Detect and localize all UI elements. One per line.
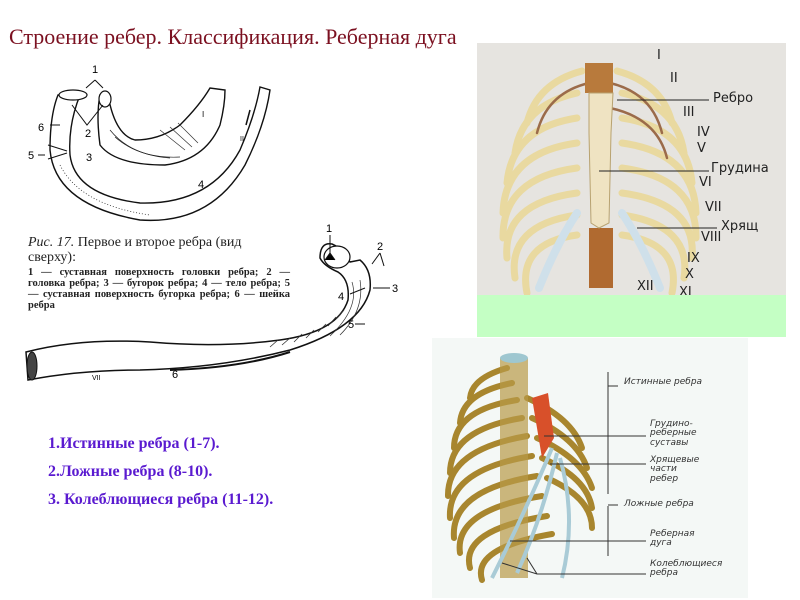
list-item-floating-ribs: 3. Колеблющиеся ребра (11-12).: [48, 491, 274, 508]
seventh-rib-drawing: 1 2 3 4 5 6 VII: [25, 223, 398, 382]
numeral-VIII: VIII: [701, 230, 722, 245]
label-2: 2: [85, 128, 91, 140]
label-1: 1: [326, 223, 332, 235]
list-item-false-ribs: 2.Ложные ребра (8-10).: [48, 463, 213, 480]
numeral-VI: VI: [699, 175, 712, 190]
label-3: 3: [392, 283, 398, 295]
rib-label: Ребро: [713, 91, 754, 106]
numeral-IV: IV: [697, 125, 710, 140]
slide-title: Строение ребер. Классификация. Реберная …: [9, 24, 457, 49]
label-1: 1: [92, 64, 98, 76]
cartilage-label: Хрящ: [721, 219, 759, 234]
label-5: 5: [28, 150, 34, 162]
list-item-true-ribs: 1.Истинные ребра (1-7).: [48, 435, 220, 452]
rib-vii-label: VII: [92, 375, 101, 382]
false-ribs-label: Ложные ребра: [624, 499, 694, 509]
numeral-III: III: [683, 105, 695, 120]
rib-cage-side-image: Истинные ребра Грудино- реберные суставы…: [432, 338, 748, 598]
rib-i-label: I: [202, 110, 204, 119]
true-ribs-label: Истинные ребра: [624, 377, 703, 387]
label-6: 6: [38, 122, 44, 134]
label-2: 2: [377, 241, 383, 253]
label-3: 3: [86, 152, 92, 164]
label-6: 6: [172, 369, 178, 381]
caption-prefix: Рис. 17.: [28, 235, 75, 250]
numeral-V: V: [697, 141, 706, 156]
sternocostal-joints-label: Грудино- реберные суставы: [650, 419, 697, 448]
numeral-VII: VII: [705, 200, 722, 215]
numeral-X: X: [685, 267, 694, 282]
numeral-I: I: [657, 48, 661, 63]
rib-ii-label: II: [240, 136, 244, 143]
green-band: [477, 295, 786, 337]
sternum-label: Грудина: [711, 161, 769, 176]
figure-caption: Рис. 17. Первое и второе ребра (вид свер…: [28, 235, 290, 312]
first-second-rib-drawing: 1 2 3 4 5 6 I II: [28, 64, 271, 222]
cartilage-parts-label: Хрящевые части ребер: [650, 455, 700, 484]
numeral-IX: IX: [687, 251, 700, 266]
floating-ribs-label: Колеблющиеся ребра: [650, 559, 723, 579]
label-4: 4: [338, 291, 344, 303]
costal-arch-label: Реберная дуга: [650, 529, 695, 549]
caption-title: Первое и второе ребра (вид сверху):: [28, 235, 242, 265]
rib-classification-list: 1.Истинные ребра (1-7). 2.Ложные ребра (…: [48, 430, 273, 514]
numeral-II: II: [670, 71, 678, 86]
label-4: 4: [198, 179, 204, 191]
rib-cage-front-image: I II Ребро III IV V Грудина VI VII Хрящ …: [477, 43, 786, 337]
label-5: 5: [348, 319, 354, 331]
numeral-XII: XII: [637, 279, 654, 294]
caption-body: 1 — суставная поверхность головки ребра;…: [28, 267, 290, 312]
